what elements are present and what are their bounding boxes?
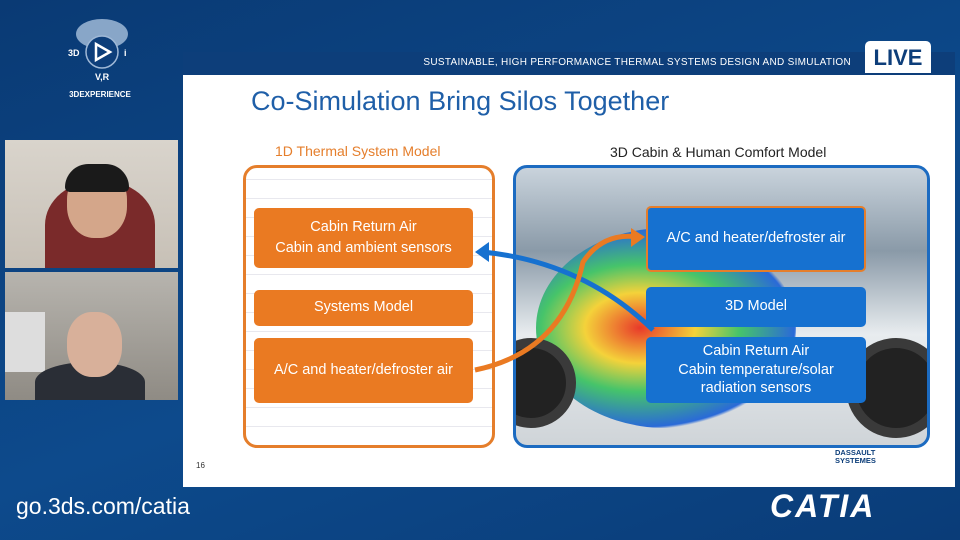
catia-logo: CATIA [770, 488, 876, 524]
webcam-presenter-2 [5, 272, 178, 400]
box-line: Cabin Return Air [702, 342, 810, 359]
catia-url-link[interactable]: go.3ds.com/catia [16, 493, 190, 519]
exchange-arrows [474, 228, 655, 373]
slide-header-title: SUSTAINABLE, HIGH PERFORMANCE THERMAL SY… [183, 52, 955, 75]
3d-model-box: 3D Model [646, 287, 866, 327]
ac-heater-box-left: A/C and heater/defroster air [254, 338, 473, 403]
slide-title: Co-Simulation Bring Silos Together [251, 86, 670, 116]
systems-model-box: Systems Model [254, 290, 473, 326]
box-line: 3D Model [724, 298, 788, 315]
box-line: Systems Model [313, 299, 414, 316]
box-line: Cabin temperature/solar [678, 361, 834, 378]
arrow-left-icon [475, 242, 489, 262]
svg-text:3D: 3D [68, 48, 80, 58]
box-line: Cabin and ambient sensors [275, 240, 452, 256]
right-panel-title: 3D Cabin & Human Comfort Model [610, 144, 827, 160]
box-line: radiation sensors [700, 380, 812, 397]
arrow-right-icon [631, 228, 645, 247]
box-line: A/C and heater/defroster air [274, 361, 453, 378]
left-panel-title: 1D Thermal System Model [275, 143, 441, 159]
page-number: 16 [196, 461, 205, 470]
box-line: A/C and heater/defroster air [666, 230, 846, 247]
3dexperience-label: 3DEXPERIENCE [69, 90, 131, 99]
box-line: Cabin Return Air [310, 218, 417, 235]
logo-line: DASSAULT [835, 448, 876, 457]
ac-heater-box-right: A/C and heater/defroster air [646, 206, 866, 272]
svg-text:i: i [124, 48, 127, 58]
logo-line: SYSTEMES [835, 455, 876, 465]
3dexperience-compass-logo: 3D i V,R [68, 19, 128, 82]
svg-text:V,R: V,R [95, 72, 110, 82]
webcam-presenter-1 [5, 140, 178, 268]
live-badge: LIVE [865, 41, 931, 73]
presentation-slide: SUSTAINABLE, HIGH PERFORMANCE THERMAL SY… [183, 52, 955, 487]
